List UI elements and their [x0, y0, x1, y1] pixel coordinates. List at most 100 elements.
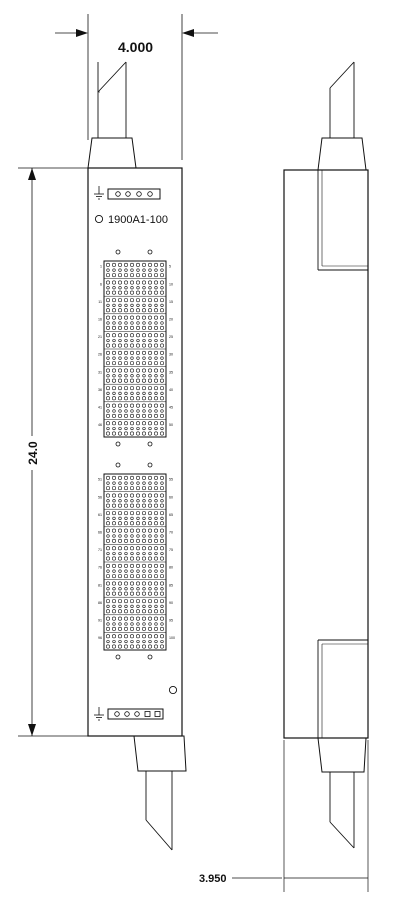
jack-hole [124, 475, 129, 480]
jack-hole [160, 290, 165, 295]
jack-hole [136, 308, 141, 313]
jack-hole [124, 368, 129, 373]
jack-hole [112, 528, 117, 533]
jack-hole [124, 587, 128, 591]
jack-hole [124, 303, 128, 307]
jack-hole [136, 516, 140, 520]
jack-hole [148, 634, 153, 639]
jack-hole [112, 308, 117, 313]
jack-hole [130, 378, 135, 383]
jack-hole [160, 378, 165, 383]
jack-hole [124, 286, 128, 290]
jack-hole [154, 481, 158, 485]
jack-hole [118, 486, 123, 491]
jack-hole [112, 290, 117, 295]
jack-hole [136, 298, 141, 303]
jack-hole [148, 403, 153, 408]
jack-hole [160, 644, 165, 649]
jack-hole [118, 511, 123, 516]
jack-hole [124, 609, 129, 614]
jack-hole [160, 321, 164, 325]
jack-hole [154, 286, 158, 290]
jack-hole [112, 368, 117, 373]
jack-hole [118, 421, 123, 426]
row-label-right: 40 [169, 388, 173, 392]
jack-hole [142, 609, 147, 614]
jack-hole [142, 396, 147, 401]
jack-hole [118, 622, 122, 626]
jack-hole [118, 321, 122, 325]
jack-hole [106, 268, 110, 272]
jack-hole [112, 639, 116, 644]
jack-hole [148, 343, 153, 348]
jack-hole [160, 616, 165, 621]
jack-hole [130, 528, 135, 533]
jack-hole [124, 634, 129, 639]
jack-hole [160, 280, 165, 285]
jack-hole [130, 521, 135, 526]
jack-hole [130, 622, 134, 626]
jack-hole [148, 639, 152, 644]
jack-hole [148, 551, 152, 556]
jack-hole [154, 521, 159, 526]
jack-hole [112, 604, 116, 608]
jack-hole [106, 521, 111, 526]
jack-hole [106, 391, 110, 395]
jack-hole [148, 528, 153, 533]
jack-hole [124, 493, 129, 498]
jack-hole [118, 396, 123, 401]
jack-hole [130, 534, 134, 538]
jack-hole [106, 280, 111, 285]
jack-hole [130, 298, 135, 303]
mount-hole [147, 654, 153, 660]
jack-hole [136, 499, 140, 503]
jack-hole [112, 587, 116, 591]
jack-hole [136, 556, 141, 561]
row-label-right: 35 [169, 370, 173, 374]
jack-hole [148, 409, 152, 413]
jack-hole [124, 563, 129, 568]
jack-hole [124, 396, 129, 401]
jack-hole [106, 290, 111, 295]
jack-hole [130, 581, 135, 586]
jack-hole [118, 604, 122, 608]
jack-hole [124, 338, 128, 343]
jack-hole [154, 634, 159, 639]
jack-hole [106, 481, 110, 485]
jack-hole [106, 409, 110, 413]
jack-hole [112, 409, 116, 413]
jack-hole [142, 574, 147, 579]
jack-hole [118, 350, 123, 355]
jack-hole [154, 391, 158, 395]
jack-hole [112, 581, 117, 586]
jack-hole [130, 286, 134, 290]
jack-hole [142, 538, 147, 543]
jack-hole [136, 262, 141, 267]
jack-hole [154, 356, 158, 360]
jack-hole [124, 321, 128, 325]
jack-hole [148, 521, 153, 526]
jack-hole [130, 308, 135, 313]
jack-hole [142, 587, 146, 591]
jack-hole [106, 644, 111, 649]
jack-hole [160, 538, 165, 543]
jack-hole [112, 343, 117, 348]
jack-hole [142, 481, 146, 485]
row-label-right: 10 [169, 282, 173, 286]
jack-hole [130, 634, 135, 639]
jack-hole [148, 569, 152, 573]
top-ground-strip [94, 186, 161, 200]
jack-hole [118, 569, 122, 573]
jack-hole [136, 403, 141, 408]
jack-hole [136, 591, 141, 596]
jack-hole [142, 413, 147, 418]
jack-hole [136, 503, 141, 508]
jack-hole [136, 333, 141, 338]
jack-hole [106, 262, 111, 267]
jack-hole [112, 325, 117, 330]
jack-hole [118, 273, 123, 278]
jack-hole [154, 368, 159, 373]
jack-hole [154, 511, 159, 516]
jack-hole [118, 308, 123, 313]
jack-hole [148, 511, 153, 516]
